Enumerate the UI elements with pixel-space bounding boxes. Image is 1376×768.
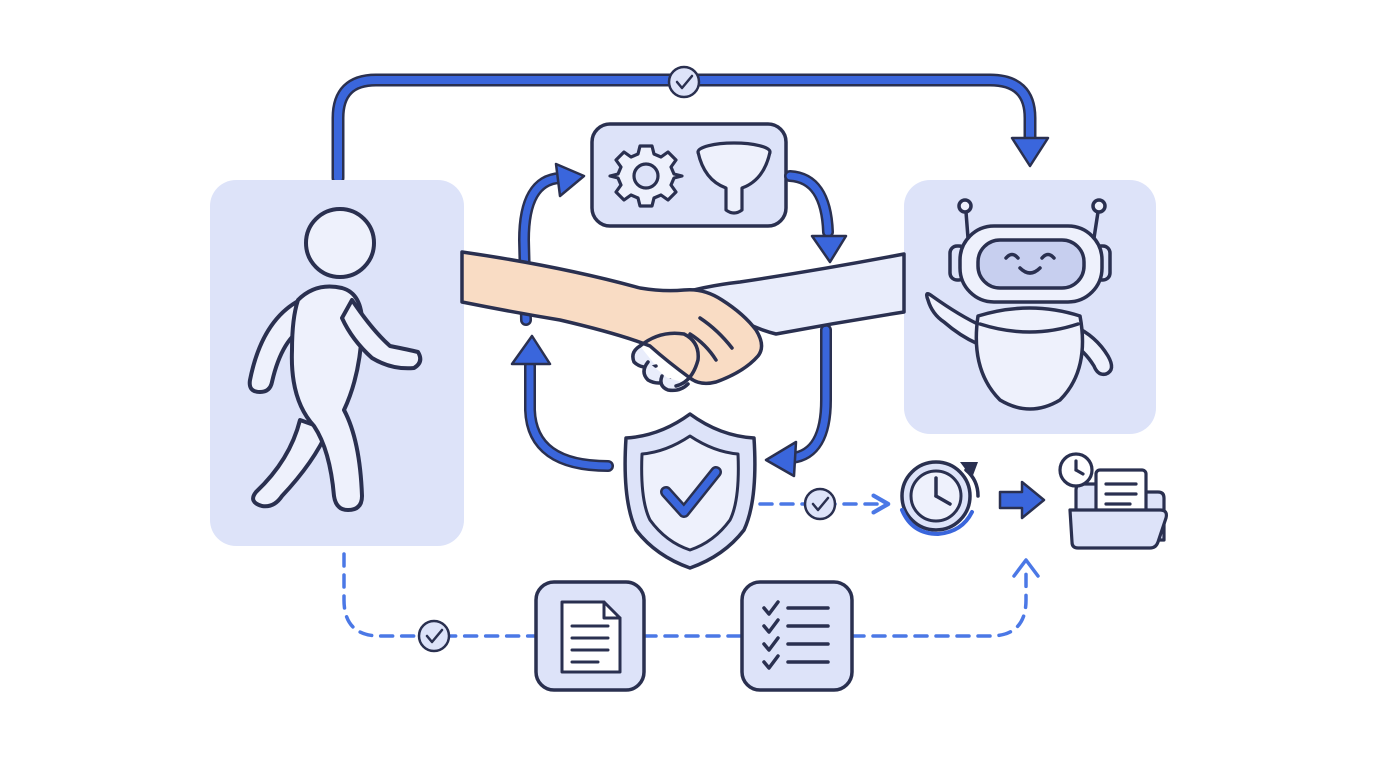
arrowhead-up-icon (510, 334, 552, 366)
settings-filter-box (590, 122, 788, 228)
bottom-dashed-flow (342, 552, 1040, 653)
friendly-robot-icon (924, 198, 1114, 411)
human-panel (210, 180, 464, 546)
checkpoint-middle-icon (803, 487, 837, 521)
folder-documents-clock-icon (1058, 452, 1168, 550)
arrowhead-down-icon (1010, 136, 1050, 168)
dashed-flow-shield-to-clock (758, 487, 891, 521)
robot-panel (904, 180, 1156, 434)
checklist-icon (762, 600, 830, 670)
handshake-icon (460, 250, 906, 393)
arrow-clock-to-archive (998, 480, 1046, 520)
checklist-card (740, 580, 854, 692)
document-icon (560, 600, 622, 674)
funnel-icon (696, 141, 772, 215)
gear-icon (608, 144, 684, 208)
document-card (534, 580, 646, 692)
cycle-arrows (510, 162, 848, 478)
shield-check-icon (623, 412, 757, 570)
clock-refresh-icon (900, 460, 980, 537)
walking-person-icon (247, 207, 423, 512)
checkpoint-bottom-icon (417, 619, 451, 653)
checkpoint-top-icon (667, 65, 701, 99)
arrowhead-down-icon (810, 234, 848, 264)
arrowhead-up-icon (1012, 558, 1040, 578)
arrowhead-left-icon (764, 440, 798, 478)
arrowhead-right-icon (554, 162, 586, 198)
